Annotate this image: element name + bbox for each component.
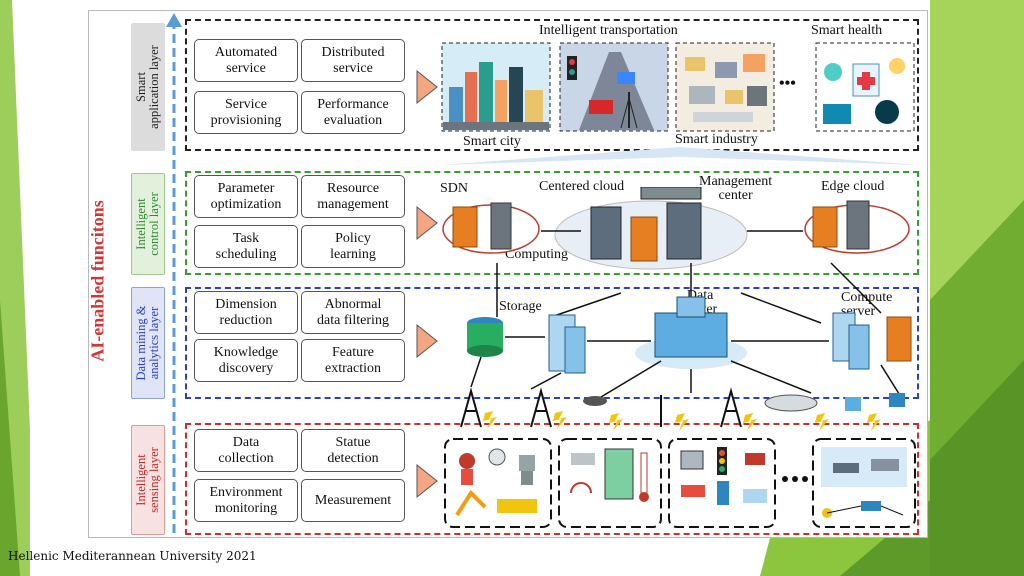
layer-tab-smart-application: Smart application layer	[131, 23, 165, 151]
function-automated-service: Automated service	[194, 39, 298, 82]
smart-health-illustration	[815, 42, 915, 132]
function-policy-learning: Policy learning	[301, 225, 405, 268]
sensing-devices-illustration	[444, 387, 916, 528]
layer-arrow-icon	[416, 205, 438, 241]
function-resource-management: Resource management	[301, 175, 405, 218]
label-management-center: Management center	[699, 174, 773, 203]
function-task-scheduling: Task scheduling	[194, 225, 298, 268]
label-storage: Storage	[499, 299, 542, 314]
layer-arrow-icon	[416, 463, 438, 499]
side-title: AI-enabled funcitons	[87, 200, 108, 362]
smart-industry-illustration	[675, 42, 775, 132]
architecture-diagram: AI-enabled funcitons Smart application l…	[88, 10, 928, 538]
function-statue-detection: Statue detection	[301, 429, 405, 472]
layer-tab-intelligent-sensing: Intelligent sensing layer	[131, 425, 165, 535]
label-smart-city: Smart city	[463, 134, 521, 149]
data-mining-analytics-layer	[185, 287, 919, 399]
function-environment-monitoring: Environment monitoring	[194, 479, 298, 522]
label-intelligent-transportation: Intelligent transportation	[539, 23, 678, 38]
function-data-collection: Data collection	[194, 429, 298, 472]
label-computing: Computing	[505, 247, 569, 262]
label-smart-industry: Smart industry	[675, 132, 758, 147]
intelligent-sensing-layer	[185, 423, 919, 535]
up-arrow-band	[441, 147, 919, 165]
layer-tab-data-mining-analytics: Data mining & analytics layer	[131, 287, 165, 399]
smart-city-illustration	[441, 42, 551, 132]
function-knowledge-discovery: Knowledge discovery	[194, 339, 298, 382]
control-network-illustration	[442, 187, 910, 270]
label-edge-cloud: Edge cloud	[821, 179, 885, 194]
function-abnormal-data-filtering: Abnormal data filtering	[301, 291, 405, 334]
function-measurement: Measurement	[301, 479, 405, 522]
function-dimension-reduction: Dimension reduction	[194, 291, 298, 334]
ellipsis-more: •••	[779, 75, 796, 92]
function-performance-evaluation: Performance evaluation	[301, 91, 405, 134]
function-feature-extraction: Feature extraction	[301, 339, 405, 382]
function-distributed-service: Distributed service	[301, 39, 405, 82]
function-service-provisioning: Service provisioning	[194, 91, 298, 134]
intelligent-control-layer	[185, 171, 919, 275]
vertical-flow-arrow	[166, 13, 182, 533]
intelligent-transportation-illustration	[559, 42, 669, 132]
layer-arrow-icon	[416, 69, 438, 105]
footer-text: Hellenic Mediterannean University 2021	[8, 549, 257, 563]
analytics-network-illustration	[467, 262, 912, 398]
label-smart-health: Smart health	[811, 23, 883, 38]
function-parameter-optimization: Parameter optimization	[194, 175, 298, 218]
layer-arrow-icon	[416, 323, 438, 359]
label-centered-cloud: Centered cloud	[539, 179, 625, 194]
label-sdn: SDN	[440, 181, 469, 196]
layer-tab-intelligent-control: Intelligent control layer	[131, 173, 165, 275]
smart-application-layer	[185, 19, 919, 151]
